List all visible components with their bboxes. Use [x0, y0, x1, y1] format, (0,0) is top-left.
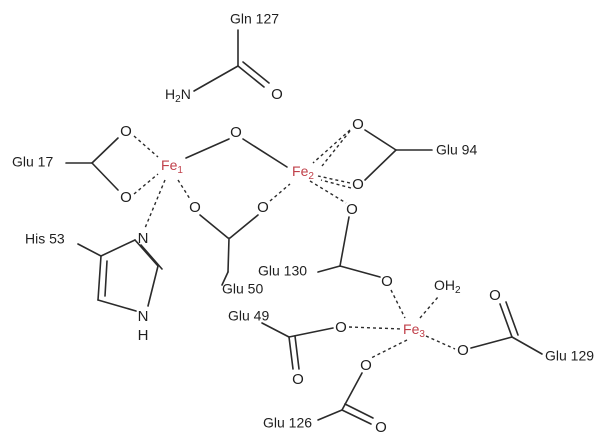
glu126-oxygen-2: O — [375, 419, 387, 436]
glu126-label: Glu 126 — [263, 415, 312, 431]
his53-nitrogen-bottom: N — [138, 308, 149, 325]
coord-glu17b-fe1 — [133, 173, 159, 195]
glu49-label: Glu 49 — [228, 308, 269, 324]
fe2-label: Fe2 — [292, 163, 314, 182]
glu49-bond-o2a — [288, 336, 294, 370]
glu94-bond-o2 — [364, 149, 397, 181]
his53-ring-c4-c5a — [100, 239, 136, 257]
glu129-oxygen-2: O — [489, 287, 501, 304]
glu126-bond-o2b — [344, 403, 374, 419]
glu17-bond-o2 — [91, 162, 119, 191]
coord-glu130b-fe3 — [390, 289, 406, 319]
glu130-oxygen-2: O — [381, 273, 393, 290]
coord-glu50a-fe1 — [177, 179, 191, 200]
fe3-label: Fe3 — [403, 321, 425, 340]
coord-water-fe3 — [419, 296, 439, 319]
glu94-label: Glu 94 — [436, 142, 477, 158]
glu129-bond-o2b — [505, 301, 519, 336]
glu49-oxygen-2: O — [292, 371, 304, 388]
his53-ring-c5-c4b — [104, 260, 108, 297]
glu126-bond-o2a — [341, 409, 372, 425]
gln127-oxygen: O — [271, 86, 283, 103]
coord-glu94a-fe2-b — [321, 130, 351, 167]
his53-ring-n3-c2b — [140, 244, 163, 270]
glu130-oxygen-1: O — [346, 201, 358, 218]
glu129-group: O O Glu 129 — [457, 287, 594, 364]
glu49-bond-o1 — [288, 327, 334, 338]
coord-glu49-fe3 — [348, 326, 403, 330]
glu50-bond-o1 — [199, 214, 229, 239]
glu130-label: Glu 130 — [258, 263, 307, 279]
his53-ring-n1-c5 — [97, 299, 137, 312]
gln127-bond-co-a — [237, 65, 265, 88]
glu17-bond-o1 — [91, 137, 119, 164]
glu17-label: Glu 17 — [12, 154, 53, 170]
glu50-bond-chain1 — [227, 237, 230, 273]
gln127-label: Gln 127 — [230, 11, 279, 27]
glu126-oxygen-1: O — [360, 357, 372, 374]
gln127-bond-cn — [193, 65, 239, 92]
glu129-label: Glu 129 — [545, 348, 594, 364]
glu50-oxygen-1: O — [189, 199, 201, 216]
his53-ring-c5-c4a — [97, 255, 102, 301]
coord-his53-fe1 — [144, 179, 166, 229]
fe1-label: Fe1 — [161, 157, 183, 176]
glu94-oxygen-1: O — [352, 116, 364, 133]
his53-ring-n3-c2a — [134, 239, 159, 267]
glu94-bond-o1 — [364, 129, 397, 151]
glu126-group: O O Glu 126 — [263, 357, 387, 436]
his53-nitrogen-top: N — [138, 230, 149, 247]
his53-ring-c2-n1 — [147, 265, 159, 307]
glu130-bond-chain — [317, 265, 341, 273]
glu49-bond-chain — [261, 322, 290, 338]
coord-glu94a-fe2 — [312, 129, 351, 164]
glu126-bond-chain — [317, 409, 343, 421]
glu130-bond-o2 — [339, 265, 381, 278]
coord-glu50b-fe2 — [269, 183, 291, 202]
his53-group: His 53 N N H — [25, 230, 163, 344]
glu50-bond-chain2 — [221, 271, 229, 286]
his53-label: His 53 — [25, 231, 65, 247]
glu50-bond-o2 — [229, 214, 259, 239]
his53-bond-chain — [77, 243, 102, 257]
glu130-bond-o1 — [339, 216, 350, 267]
gln127-group: Gln 127 H2N O — [165, 11, 283, 105]
bond-fe1-oxo — [185, 138, 230, 159]
bond-oxo-fe2 — [242, 138, 288, 168]
glu17-oxygen-1: O — [120, 123, 132, 140]
glu50-label: Glu 50 — [222, 281, 263, 297]
gln127-amine-label: H2N — [165, 86, 191, 105]
coord-glu94b-fe2-b — [320, 179, 352, 189]
glu130-group: O Glu 130 O — [258, 201, 393, 290]
glu129-bond-o2a — [499, 303, 513, 338]
coord-glu129-fe3 — [425, 335, 456, 350]
glu49-oxygen-1: O — [335, 319, 347, 336]
glu49-group: Glu 49 O O — [228, 308, 347, 388]
his53-hydrogen: H — [138, 327, 149, 344]
gln127-bond-co-b — [242, 61, 270, 84]
glu129-bond-chain — [511, 336, 543, 355]
bridging-oxygen: O — [230, 124, 242, 141]
glu94-oxygen-2: O — [352, 176, 364, 193]
glu50-oxygen-2: O — [257, 199, 269, 216]
coord-glu130a-fe2 — [309, 180, 347, 204]
glu17-group: Glu 17 O O — [12, 123, 132, 206]
glu17-oxygen-2: O — [120, 189, 132, 206]
water-label: OH2 — [434, 277, 461, 296]
glu129-bond-o1 — [470, 336, 513, 349]
coord-glu17a-fe1 — [133, 135, 159, 158]
glu94-group: O O Glu 94 — [352, 116, 477, 193]
glu50-group: O O Glu 50 — [189, 199, 269, 297]
coord-glu94b-fe2 — [317, 175, 351, 184]
coord-glu126-fe3 — [370, 339, 408, 359]
glu129-oxygen-1: O — [457, 342, 469, 359]
glu49-bond-o2b — [294, 335, 300, 370]
